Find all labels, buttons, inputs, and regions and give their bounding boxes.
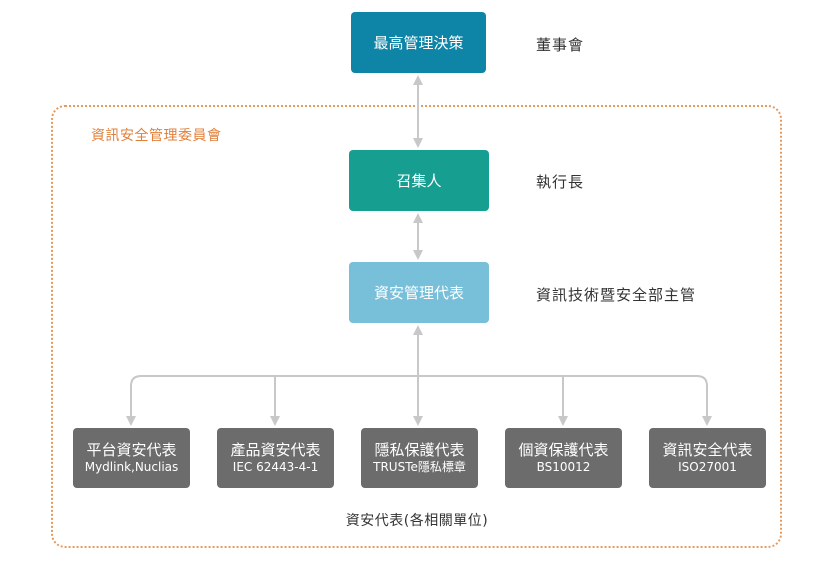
units-branch-line	[130, 375, 708, 414]
top-management-box: 最高管理決策	[351, 12, 486, 73]
committee-group-label: 資訊安全管理委員會	[91, 128, 222, 144]
security-representative-title: 資安管理代表	[373, 283, 464, 302]
unit-title: 隱私保護代表	[374, 441, 465, 459]
unit-subtitle: IEC 62443-4-1	[232, 460, 319, 474]
units-caption: 資安代表(各相關單位)	[345, 513, 489, 529]
unit-box-platform: 平台資安代表 Mydlink,Nuclias	[73, 428, 190, 488]
unit-subtitle: Mydlink,Nuclias	[84, 460, 179, 474]
security-representative-role: 資訊技術暨安全部主管	[536, 286, 697, 304]
unit-subtitle: ISO27001	[678, 460, 737, 474]
unit-subtitle: TRUSTe隱私標章	[373, 460, 466, 474]
convener-box: 召集人	[349, 150, 489, 211]
unit-box-infosec: 資訊安全代表 ISO27001	[649, 428, 766, 488]
unit-box-product: 產品資安代表 IEC 62443-4-1	[217, 428, 334, 488]
top-management-role: 董事會	[536, 36, 585, 54]
unit-title: 資訊安全代表	[662, 441, 753, 459]
unit-title: 產品資安代表	[230, 441, 321, 459]
unit-title: 平台資安代表	[86, 441, 177, 459]
unit-subtitle: BS10012	[536, 460, 591, 474]
unit-box-privacy: 隱私保護代表 TRUSTe隱私標章	[361, 428, 478, 488]
convener-title: 召集人	[396, 171, 442, 190]
convener-role: 執行長	[536, 173, 585, 191]
top-management-title: 最高管理決策	[373, 33, 464, 52]
security-representative-box: 資安管理代表	[349, 262, 489, 323]
unit-title: 個資保護代表	[518, 441, 609, 459]
unit-box-personal-data: 個資保護代表 BS10012	[505, 428, 622, 488]
